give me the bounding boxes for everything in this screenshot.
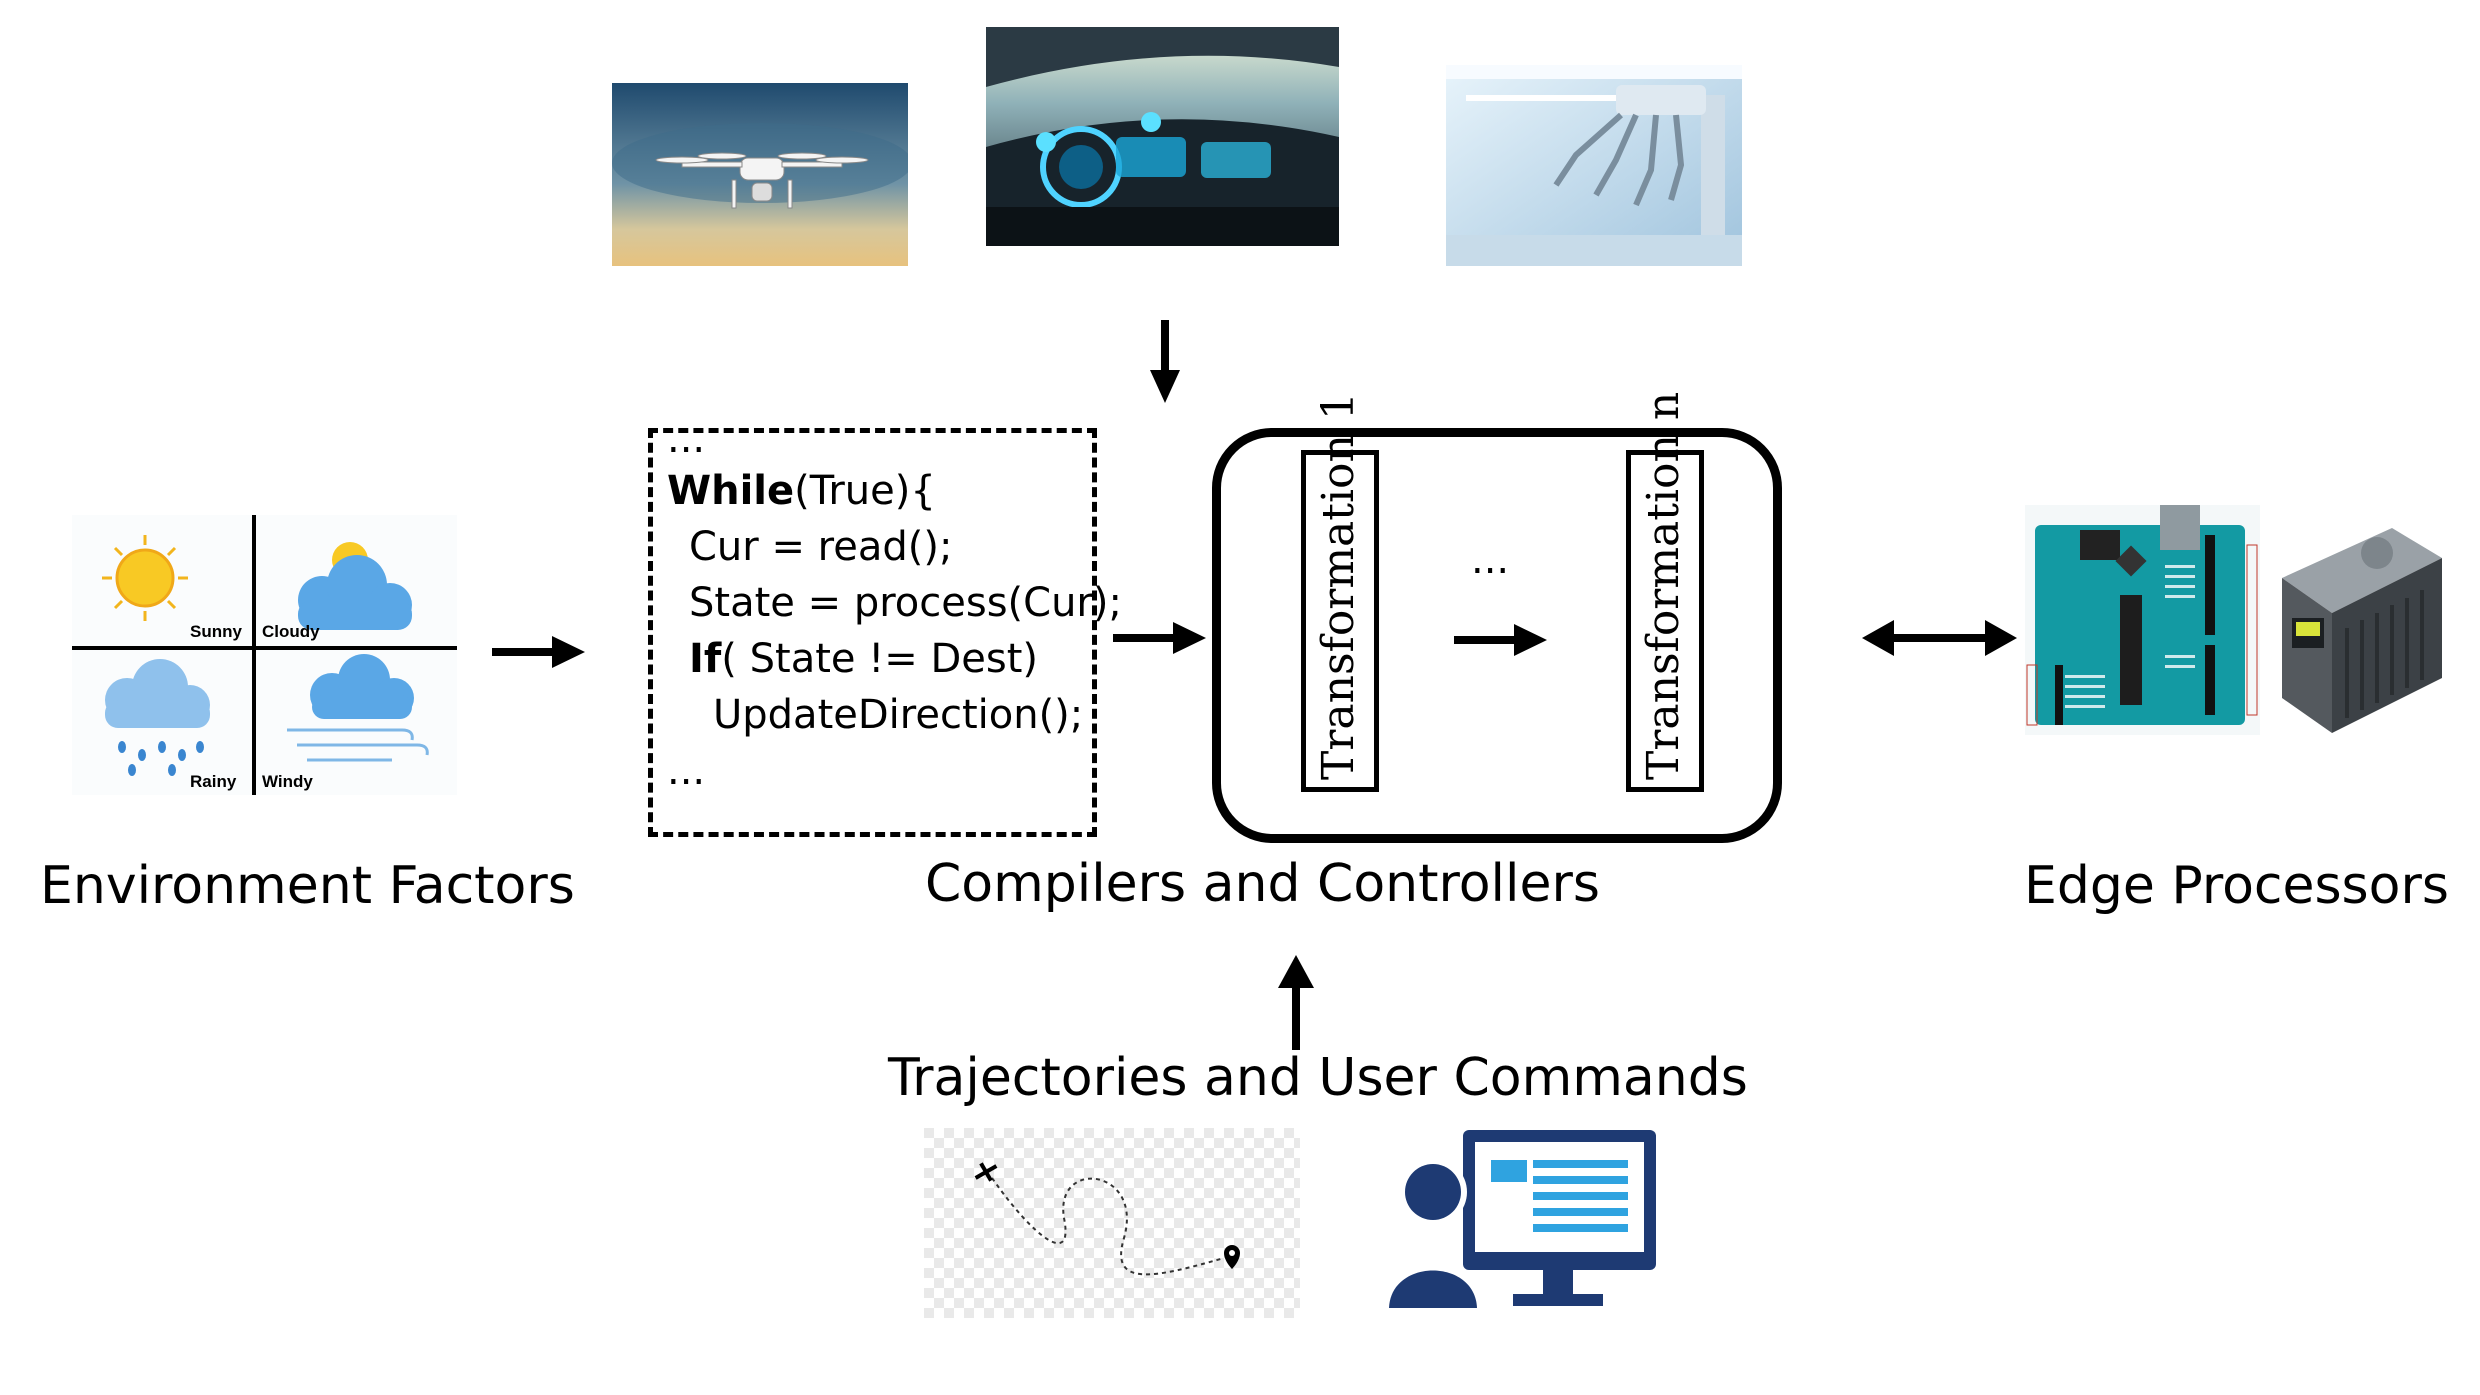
code-if-rest: ( State != Dest) [721,636,1039,682]
location-pin-icon [1224,1245,1240,1269]
code-ellipsis-bottom: ... [667,748,706,794]
edge-device-image [2262,518,2452,738]
windy-icon [287,654,429,762]
code-if-keyword: If [689,636,722,682]
edge-caption: Edge Processors [2024,856,2449,916]
weather-label-windy: Windy [262,772,313,791]
right-arrow-icon [492,636,585,668]
code-ellipsis-top: ... [667,416,706,462]
right-arrow-icon [1454,624,1547,656]
code-while-rest: (True){ [794,468,936,514]
transformations-box: Transformation 1 ... Transformation n [1212,391,1782,843]
code-line-read: Cur = read(); [689,524,953,570]
transformation-1-box: Transformation 1 [1301,392,1379,792]
weather-label-rainy: Rainy [190,772,237,791]
surgical-robot-photo [1446,65,1742,266]
user-computer-icon [1383,1130,1656,1310]
code-line-update: UpdateDirection(); [713,692,1084,738]
drone-photo [612,83,908,266]
transformation-n-box: Transformation n [1626,391,1704,792]
cloudy-icon [298,542,412,630]
up-arrow-icon [1278,955,1314,1050]
code-line-while: While(True){ [667,463,936,519]
environment-caption: Environment Factors [40,856,575,916]
code-box: ... While(True){ Cur = read(); State = p… [648,416,1122,837]
transformation-n-label: Transformation n [1638,391,1689,780]
code-while-keyword: While [667,468,795,514]
transformations-ellipsis: ... [1471,537,1510,583]
airplane-icon [974,1162,998,1182]
weather-label-cloudy: Cloudy [262,622,320,641]
sun-icon [102,535,188,621]
weather-grid: Sunny Cloudy Rainy Windy [72,515,457,795]
code-line-if: If( State != Dest) [689,631,1038,687]
trajectory-map-image [924,1128,1300,1318]
arduino-board-image [2025,505,2260,735]
transformation-1-label: Transformation 1 [1313,392,1364,780]
code-line-process: State = process(Cur); [689,580,1122,626]
compilers-caption: Compilers and Controllers [925,854,1600,914]
right-arrow-icon [1113,622,1206,654]
down-arrow-icon [1150,320,1180,403]
bidirectional-arrow-icon [1862,620,2017,656]
trajectories-caption: Trajectories and User Commands [888,1048,1748,1108]
rainy-icon [105,659,210,776]
autonomous-car-photo [986,27,1339,246]
weather-label-sunny: Sunny [190,622,242,641]
